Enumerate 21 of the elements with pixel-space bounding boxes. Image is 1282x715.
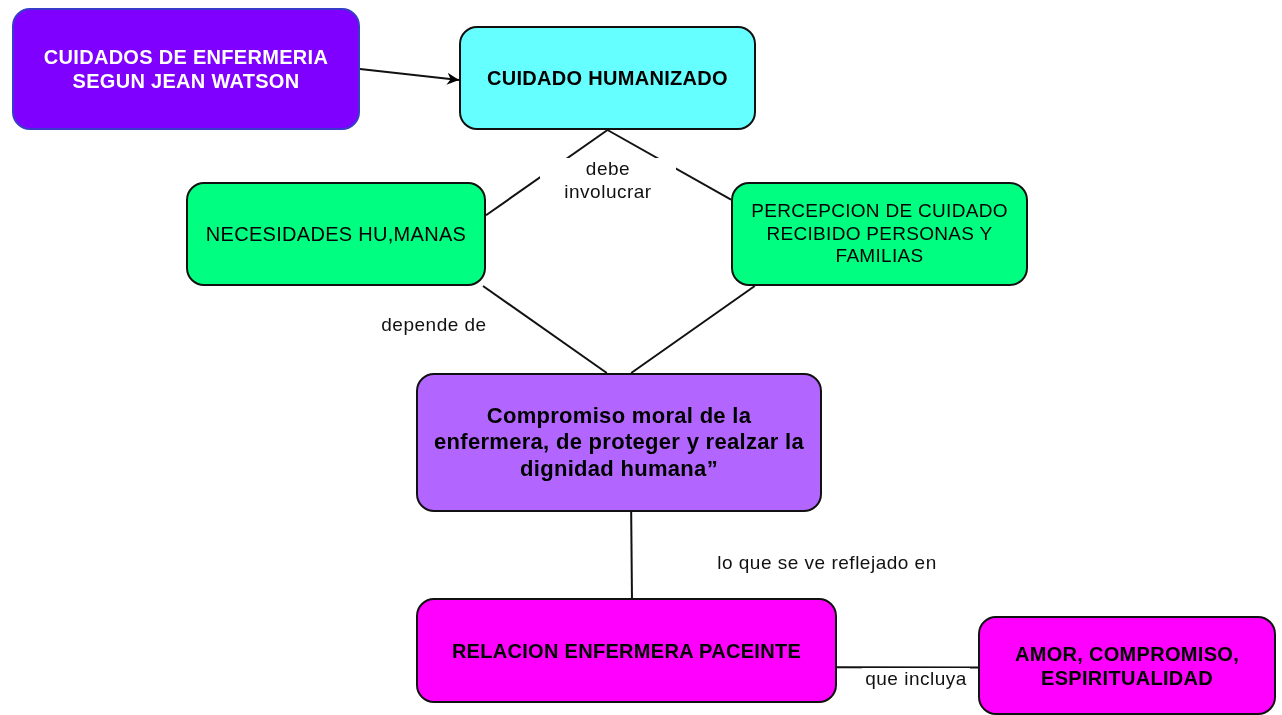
node-text: CUIDADO HUMANIZADO — [487, 66, 728, 90]
concept-box — [186, 182, 486, 286]
concept-box — [416, 598, 837, 703]
concept-box — [459, 26, 756, 130]
start-box — [12, 8, 360, 130]
concept-box — [731, 182, 1028, 286]
concept-box — [416, 373, 822, 512]
node-text: RELACION ENFERMERA PACEINTE — [451, 638, 802, 663]
connector-line — [630, 285, 756, 374]
node-text: CUIDADOS DE ENFERMERIA SEGUN JEAN WATSON — [42, 45, 330, 93]
node-text: AMOR, COMPROMISO, ESPIRITUALIDAD — [1014, 641, 1240, 690]
connector-line — [630, 511, 633, 599]
node-text: PERCEPCION DE CUIDADO RECIBIDO PERSONAS Y FAMILIAS — [750, 199, 1009, 269]
arrow — [359, 68, 460, 85]
edge-label: que incluya — [862, 668, 970, 691]
connector-line — [836, 666, 979, 669]
connector-line — [482, 285, 608, 374]
concept-box — [978, 616, 1276, 715]
connector-line — [606, 129, 732, 201]
node-text: Compromiso moral de la enfermera, de proteger y realzar la dignidad humana” — [433, 402, 805, 483]
node-text: NECESIDADES HU,MANAS — [205, 222, 467, 246]
